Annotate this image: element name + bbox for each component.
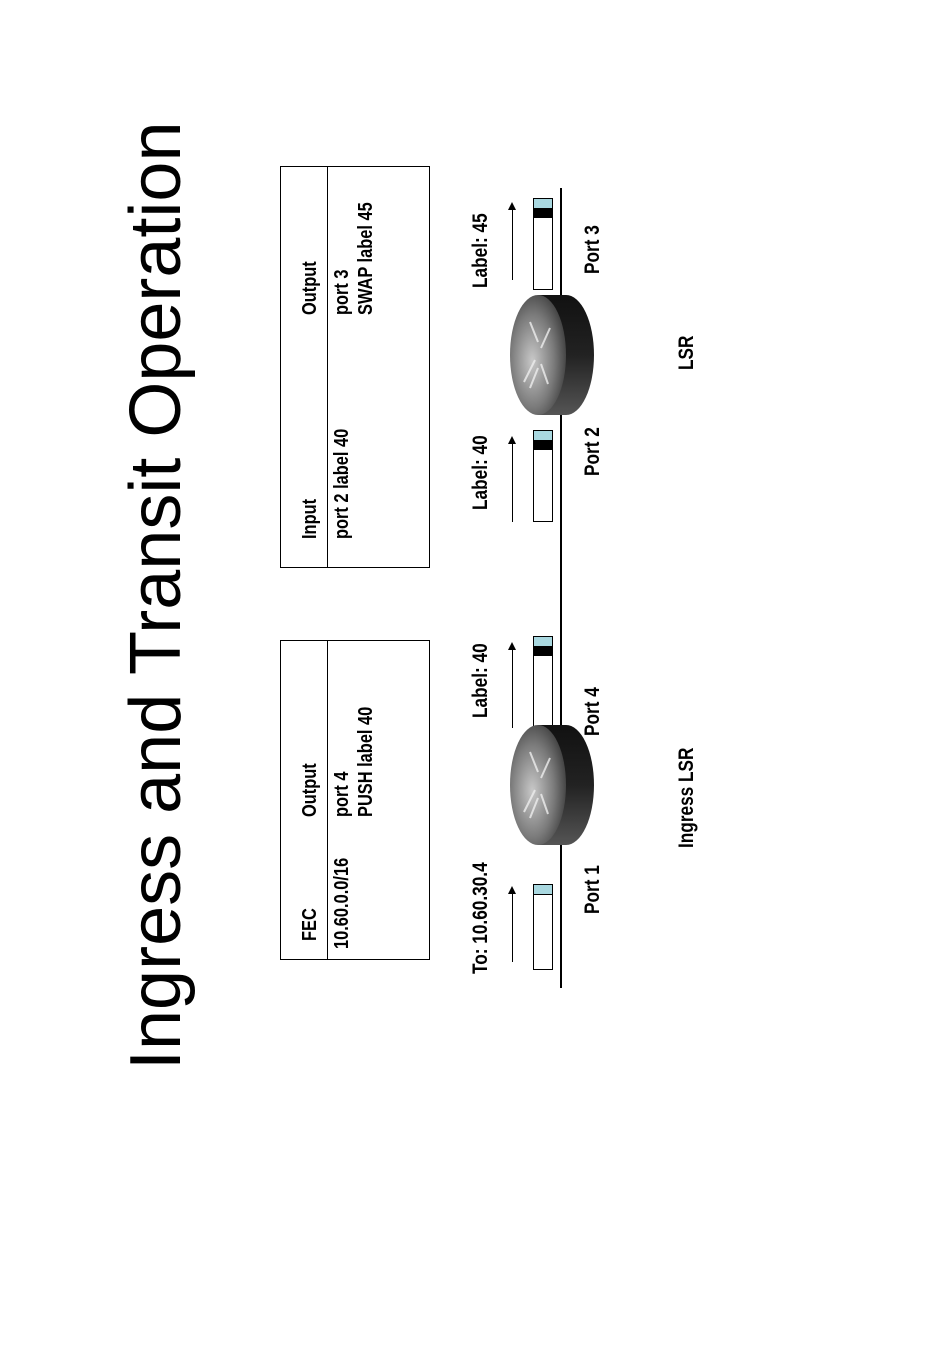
packet-label: Label: 45: [469, 213, 492, 288]
packet-header: [534, 885, 552, 895]
direction-arrow: [512, 438, 513, 522]
table-header-output: Output: [299, 763, 321, 817]
direction-arrow: [512, 888, 513, 962]
lsr-swap-table: Input Output port 2 label 40 port 3 SWAP…: [280, 166, 430, 568]
packet-header: [534, 431, 552, 441]
label-marker: [534, 440, 552, 450]
label-marker: [534, 208, 552, 218]
slide-title: Ingress and Transit Operation: [116, 121, 196, 1070]
table-cell-output-action: SWAP label 45: [355, 202, 377, 315]
table-cell-input: port 2 label 40: [331, 428, 353, 539]
direction-arrow: [512, 204, 513, 280]
port-label: Port 4: [581, 687, 604, 736]
table-header-output: Output: [299, 261, 321, 315]
router-icon: [510, 725, 594, 845]
ip-packet: [533, 884, 553, 970]
port-label: Port 2: [581, 427, 604, 476]
labeled-packet: [533, 198, 553, 290]
labeled-packet: [533, 430, 553, 522]
port-label: Port 3: [581, 225, 604, 274]
table-cell-output-port: port 3: [331, 269, 353, 315]
port-label: Port 1: [581, 865, 604, 914]
table-cell-fec: 10.60.0.0/16: [331, 857, 353, 949]
direction-arrow: [512, 644, 513, 728]
router-name: Ingress LSR: [675, 747, 698, 848]
packet-header: [534, 637, 552, 647]
label-marker: [534, 646, 552, 656]
labeled-packet: [533, 636, 553, 728]
router-icon: [510, 295, 594, 415]
table-cell-output-port: port 4: [331, 771, 353, 817]
router-name: LSR: [675, 335, 698, 370]
table-header-fec: FEC: [299, 908, 321, 941]
packet-label: Label: 40: [469, 435, 492, 510]
table-cell-output-action: PUSH label 40: [355, 706, 377, 817]
table-header-input: Input: [299, 498, 321, 539]
ingress-fec-table: FEC Output 10.60.0.0/16 port 4 PUSH labe…: [280, 640, 430, 960]
rotated-diagram: Ingress and Transit Operation FEC Output…: [116, 80, 740, 1080]
packet-label: Label: 40: [469, 643, 492, 718]
packet-header: [534, 199, 552, 209]
packet-label: To: 10.60.30.4: [469, 862, 492, 974]
